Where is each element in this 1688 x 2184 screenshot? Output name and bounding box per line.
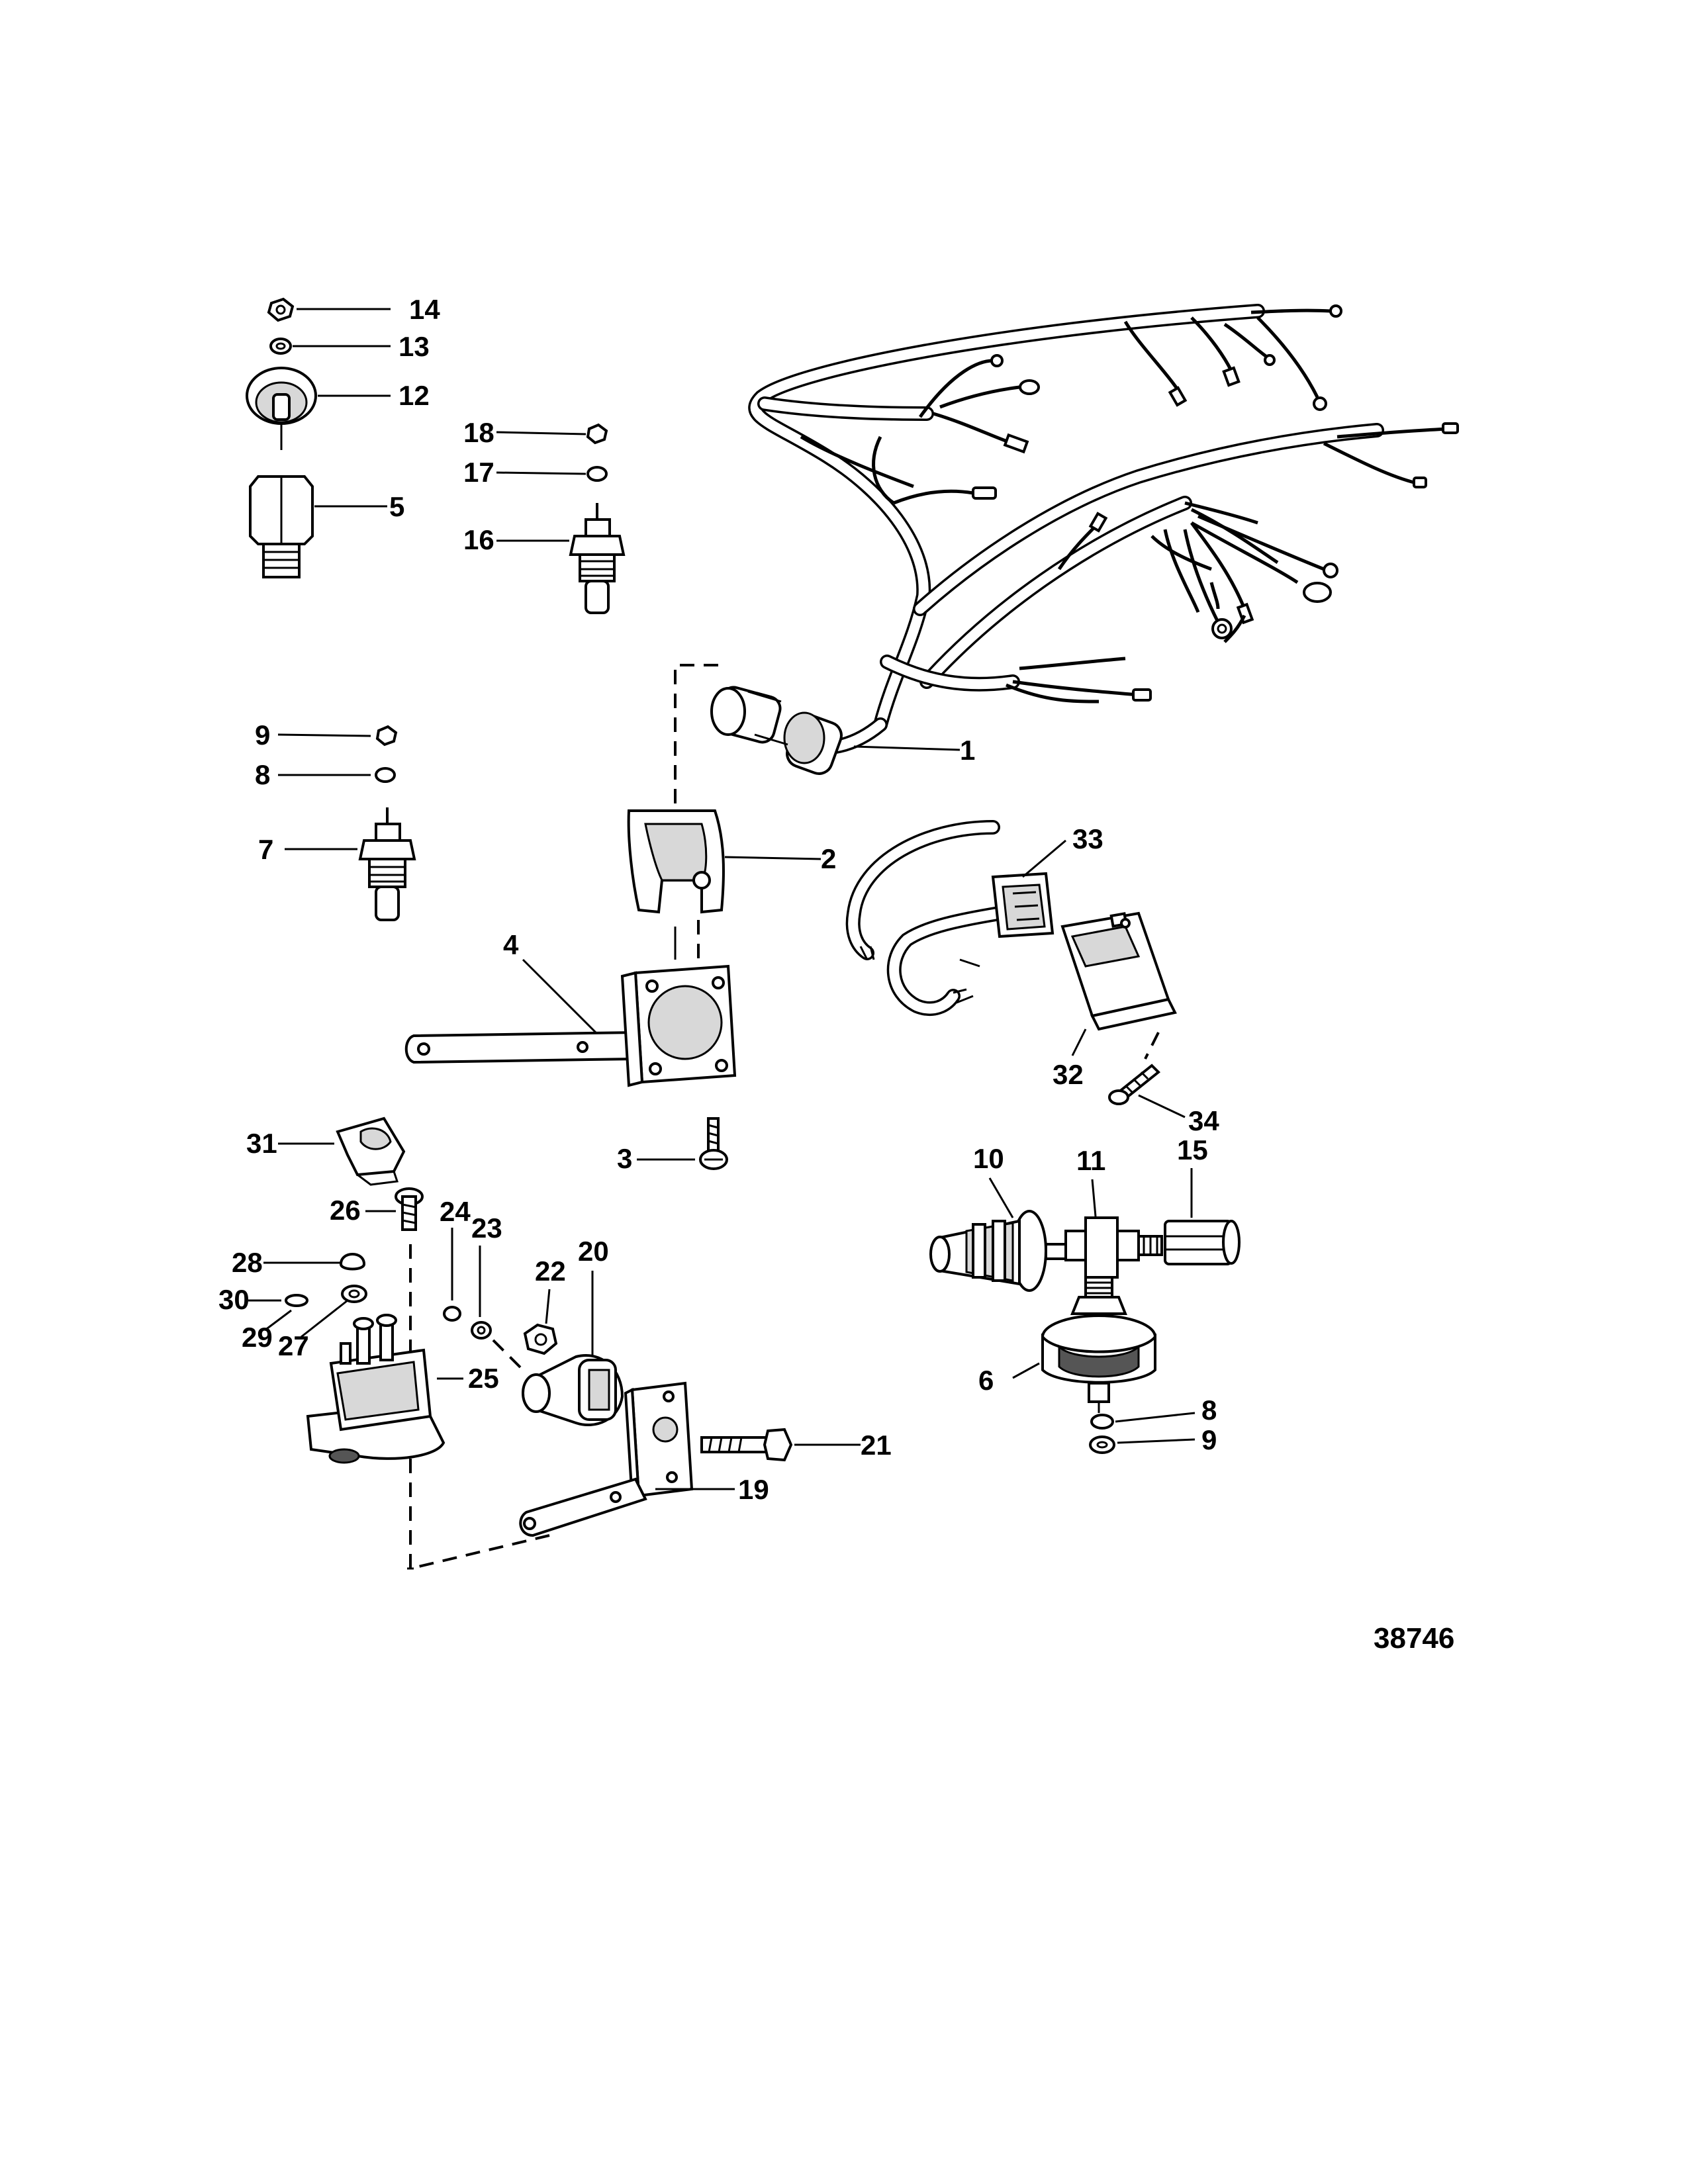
callout-6: 6 — [978, 1365, 994, 1396]
callout-10: 10 — [973, 1143, 1004, 1174]
part-26-screw — [395, 1187, 424, 1231]
part-7-temperature-switch — [358, 807, 416, 921]
callout-13: 13 — [399, 331, 430, 362]
part-17-washer — [586, 466, 608, 482]
part-18-nut — [586, 423, 608, 445]
callout-7: 7 — [258, 834, 273, 865]
callout-28: 28 — [232, 1247, 263, 1278]
part-4-mounting-bracket — [404, 964, 737, 1087]
part-13-washer — [269, 338, 292, 355]
part-23-nut — [471, 1321, 492, 1340]
part-10-oil-pressure-sender — [929, 1210, 1067, 1292]
callout-9a: 9 — [255, 719, 270, 751]
callout-25: 25 — [468, 1363, 499, 1394]
callout-12: 12 — [399, 380, 430, 411]
part-1-wiring-harness — [710, 304, 1459, 775]
callout-30: 30 — [218, 1284, 250, 1315]
part-31-clamp — [336, 1116, 406, 1186]
part-20-ignition-coil-sensor — [522, 1354, 624, 1427]
callout-18: 18 — [463, 417, 494, 448]
part-22-nut — [523, 1323, 558, 1355]
callout-29: 29 — [242, 1322, 273, 1353]
part-11-tee-fitting — [1064, 1216, 1163, 1279]
callout-33: 33 — [1072, 823, 1103, 854]
part-2-connector-cover — [627, 809, 725, 914]
part-3-screw — [699, 1117, 728, 1170]
callout-14: 14 — [409, 294, 440, 325]
part-9-nut-right — [1089, 1435, 1115, 1454]
part-25-starter-solenoid — [306, 1314, 445, 1464]
callout-17: 17 — [463, 457, 494, 488]
callout-26: 26 — [330, 1195, 361, 1226]
callout-32: 32 — [1053, 1059, 1084, 1090]
part-33-wiring-pigtail — [845, 820, 1055, 1016]
part-9-nut — [375, 725, 398, 747]
callout-4: 4 — [503, 929, 519, 960]
callout-20: 20 — [578, 1236, 609, 1267]
callout-15: 15 — [1177, 1134, 1208, 1165]
callout-16: 16 — [463, 524, 494, 555]
callout-9b: 9 — [1201, 1424, 1217, 1455]
callout-5: 5 — [389, 491, 404, 522]
part-32-voltage-regulator — [1060, 911, 1177, 1031]
callout-3: 3 — [617, 1143, 632, 1174]
part-19-bracket — [519, 1381, 694, 1537]
callout-24: 24 — [440, 1196, 471, 1227]
callout-23: 23 — [471, 1212, 502, 1244]
callout-8b: 8 — [1201, 1394, 1217, 1426]
callout-22: 22 — [535, 1255, 566, 1287]
callout-31: 31 — [246, 1128, 277, 1159]
part-14-nut — [267, 297, 295, 322]
part-21-bolt — [700, 1428, 793, 1462]
part-6-oil-pressure-switch — [1041, 1276, 1156, 1413]
part-34-screw — [1108, 1064, 1160, 1105]
callout-11: 11 — [1076, 1145, 1105, 1176]
part-30-lockwasher — [285, 1294, 308, 1307]
part-15-coupler — [1164, 1220, 1241, 1265]
part-24-washer — [443, 1306, 461, 1322]
callout-8a: 8 — [255, 759, 270, 790]
part-8-washer-right — [1090, 1414, 1114, 1430]
callout-1: 1 — [960, 735, 975, 766]
part-8-washer — [375, 767, 396, 783]
callout-21: 21 — [861, 1430, 892, 1461]
part-16-temperature-sender — [569, 503, 626, 614]
callout-34: 34 — [1188, 1105, 1219, 1136]
part-27-washer — [341, 1285, 367, 1303]
part-5-adapter-fitting — [249, 475, 314, 578]
part-12-sender-switch — [246, 367, 317, 450]
callout-19: 19 — [738, 1474, 769, 1505]
figure-number: 38746 — [1374, 1622, 1454, 1655]
part-28-cap — [339, 1253, 366, 1271]
callout-2: 2 — [821, 843, 836, 874]
